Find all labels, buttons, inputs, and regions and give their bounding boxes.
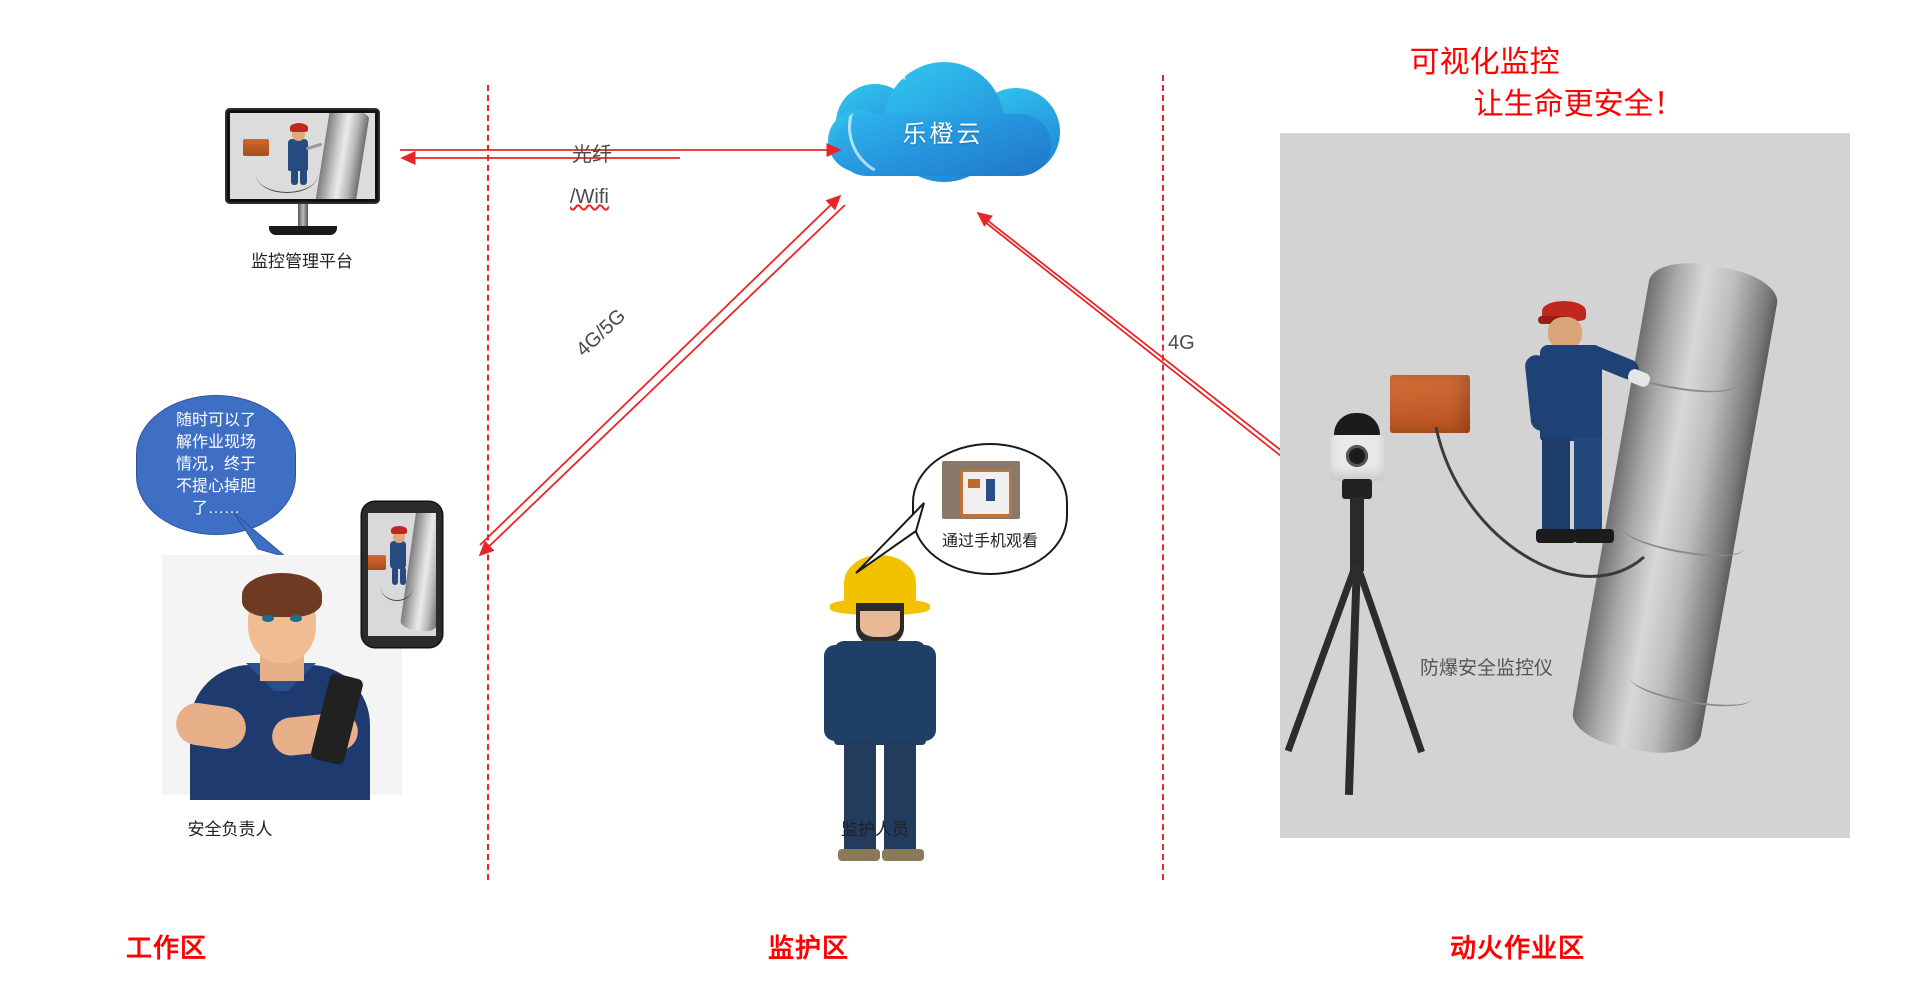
officer-mobile-device[interactable] [362,502,442,647]
officer-bubble-tail [233,512,287,558]
connection-label-fiber-bottom: /Wifi [570,186,609,208]
device-caption: 防爆安全监控仪 [1420,658,1554,679]
guard-caption: 监护人员 [841,820,909,839]
guard-arm-left [824,645,846,741]
page-title-second-line: 让生命更安全！ [1457,42,1684,126]
connection-label-4g: 4G [1168,332,1195,354]
page-title: 可视化监控 [1393,0,1560,84]
monitoring-platform[interactable] [225,108,380,235]
monitor-screen [230,113,375,199]
guard-torso [834,641,926,745]
monitor-neck [297,204,308,226]
camera-mount [1342,479,1372,499]
guard-leg-right [884,741,916,853]
zone-label-guard-zone: 监护区 [768,933,850,963]
welding-machine [1390,375,1470,433]
monitoring-platform-caption: 监控管理平台 [251,252,353,271]
divider-guard-hotwork [1162,75,1164,880]
guard-bubble-tail [855,502,925,574]
guard-face [860,611,900,637]
phone-screen [368,513,436,636]
page-title-line1: 可视化监控 [1409,46,1560,79]
monitor-base [268,226,337,235]
guard-shoe-right [882,849,924,861]
divider-work-guard [487,85,489,880]
phone-frame [362,502,442,647]
cloud-node[interactable]: 乐橙云 [828,62,1060,182]
arrow-cloud-to-mobile [478,204,846,557]
officer-eye-left [262,615,274,622]
hotwork-scene-panel: 防爆安全监控仪 [1280,133,1850,838]
monitor-frame [225,108,380,204]
page-title-line2: 让生命更安全！ [1473,88,1684,121]
guard-leg-left [844,741,876,853]
guard-bubble-text: 通过手机观看 [941,533,1038,550]
tripod-column [1350,497,1364,571]
officer-bubble-body: 随时可以了 解作业现场 情况，终于 不提心掉胆 了…… [136,395,296,535]
guard-bubble-body: 通过手机观看 [912,443,1068,575]
zone-label-work-zone: 工作区 [126,933,208,963]
arrow-mobile-to-cloud [479,194,842,546]
zone-label-hotwork-zone: 动火作业区 [1450,933,1586,963]
cloud-label: 乐橙云 [902,121,984,148]
safety-officer-caption: 安全负责人 [187,820,273,839]
connection-label-fiber-top: 光纤 [572,144,612,166]
officer-bubble-text: 随时可以了 解作业现场 情况，终于 不提心掉胆 了…… [175,412,256,517]
camera-lens [1346,445,1368,467]
camera-dome [1334,413,1380,437]
guard-speech-bubble: 通过手机观看 [855,443,1068,575]
officer-speech-bubble: 随时可以了 解作业现场 情况，终于 不提心掉胆 了…… [136,395,296,558]
guard-bubble-phone-photo [942,461,1020,519]
guard-shoe-left [838,849,880,861]
officer-hair [242,573,322,617]
connection-label-4g5g: 4G/5G [572,304,631,362]
guard-arm-right [914,645,936,741]
officer-eye-right [290,615,302,622]
welding-cable [1434,426,1645,578]
